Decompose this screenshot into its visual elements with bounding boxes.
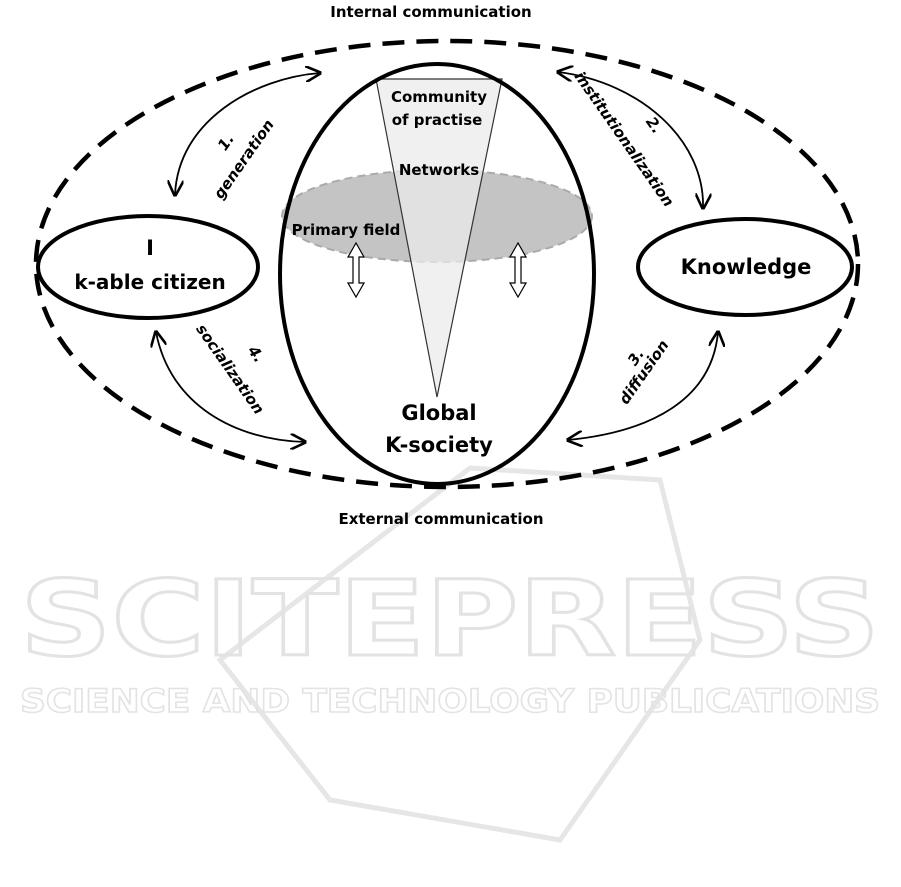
socialization-label: socialization	[192, 321, 267, 418]
institutionalization-label: institutionalization	[571, 68, 678, 210]
watermark-title: SCITEPRESS	[20, 558, 880, 680]
institutionalization-number: 2.	[642, 113, 666, 137]
community-label-1: Community	[391, 88, 487, 106]
citizen-node	[38, 216, 258, 318]
generation-label: generation	[210, 116, 278, 202]
diffusion-label: diffusion	[615, 337, 672, 408]
global-label-1: Global	[401, 401, 476, 425]
socialization-number: 4.	[244, 342, 269, 366]
external-communication-label: External communication	[338, 510, 543, 528]
networks-label: Networks	[399, 161, 479, 179]
socialization-arrow	[156, 332, 305, 442]
global-label-2: K-society	[385, 433, 493, 457]
watermark-subtitle: SCIENCE AND TECHNOLOGY PUBLICATIONS	[20, 682, 880, 720]
knowledge-node-label: Knowledge	[681, 255, 812, 279]
generation-number: 1.	[214, 130, 238, 154]
internal-communication-label: Internal communication	[330, 3, 531, 21]
citizen-node-label-2: k-able citizen	[74, 270, 225, 294]
primary-field-label: Primary field	[292, 221, 401, 239]
citizen-node-label-1: I	[146, 236, 154, 260]
community-label-2: of practise	[392, 111, 483, 129]
